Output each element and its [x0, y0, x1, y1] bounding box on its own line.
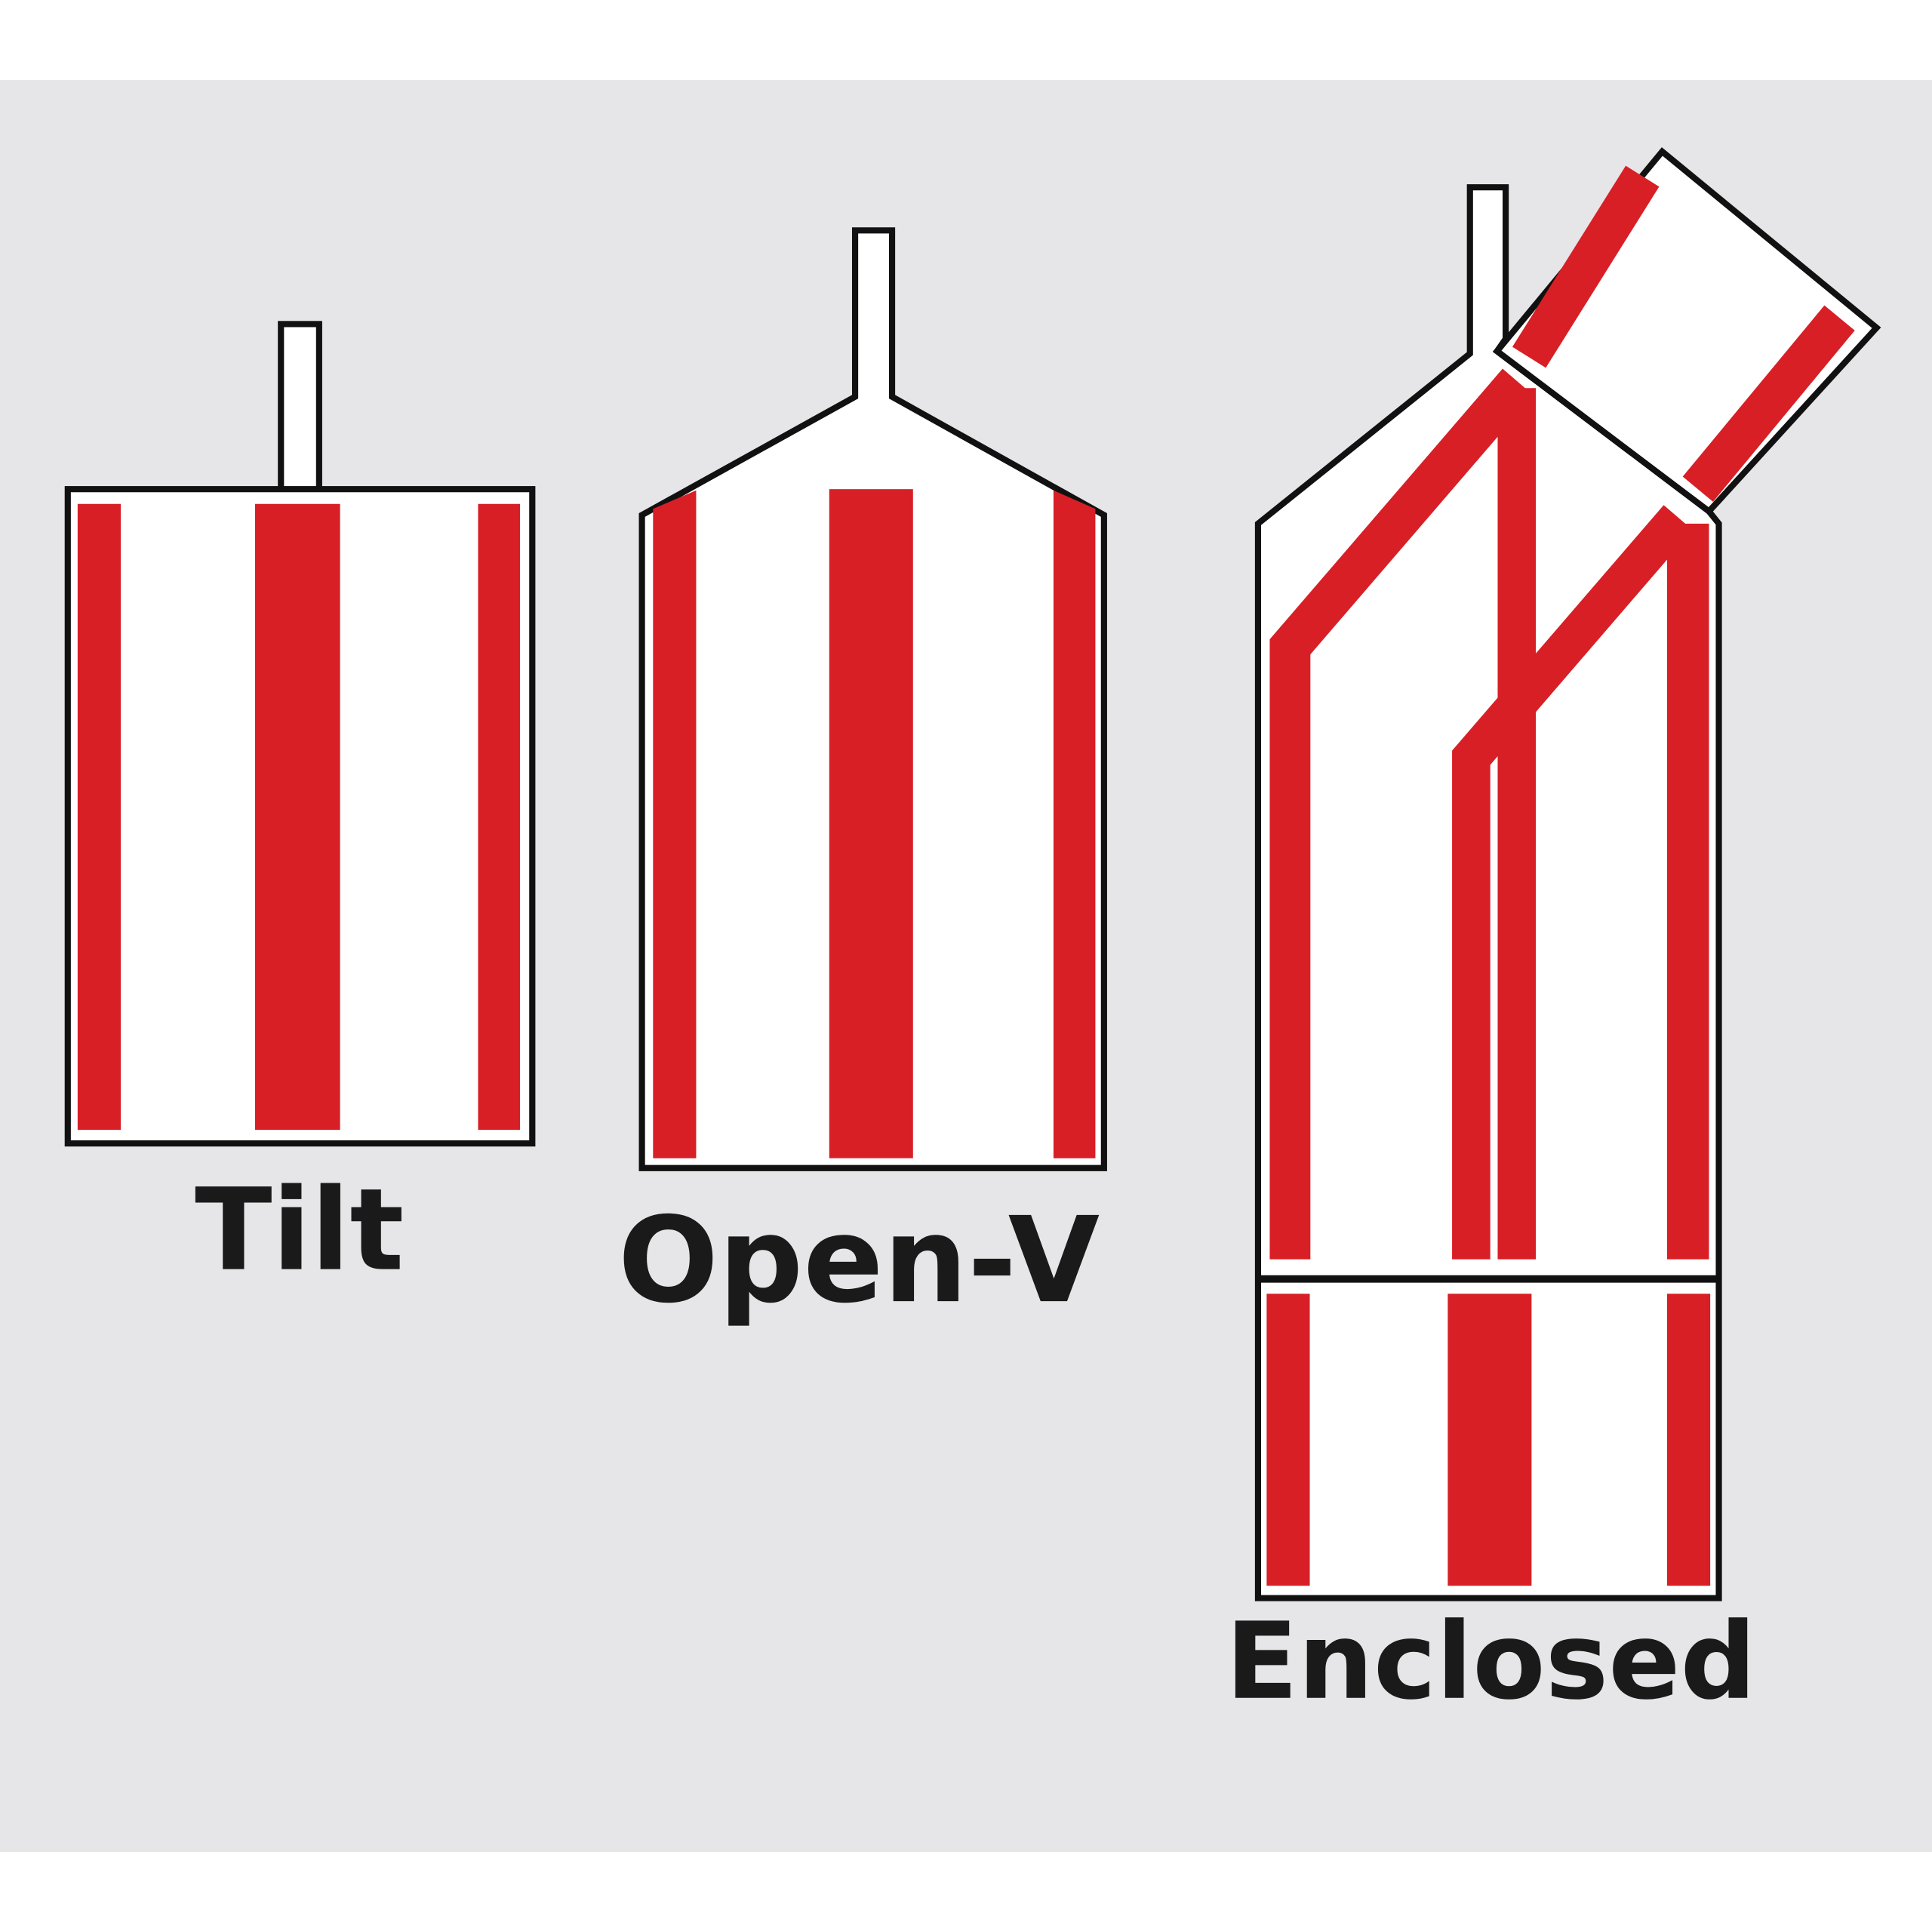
enclosed-lower-stripe-center [1447, 1294, 1532, 1586]
enclosed-label: Enclosed [1226, 1601, 1756, 1724]
open-v-stripe-center [829, 489, 913, 1158]
open-v-stripe-right [1053, 490, 1096, 1158]
enclosed-stripe-center-b [1452, 505, 1693, 1260]
tilt-label: Tilt [195, 1165, 404, 1297]
open-v-label: Open-V [618, 1192, 1100, 1329]
tilt-stem [278, 321, 322, 500]
open-v-vessel: Open-V [618, 227, 1107, 1329]
open-v-stripe-left [653, 490, 697, 1158]
tilt-vessel: Tilt [64, 321, 536, 1297]
tilt-stripe-left [77, 503, 121, 1131]
lid-stripe-2 [1682, 305, 1855, 502]
tilt-stripe-center [254, 503, 340, 1131]
enclosed-vessel: Enclosed [1226, 147, 1881, 1724]
enclosed-stripe-left-path [1269, 368, 1534, 1260]
enclosed-lower-stripe-left [1266, 1294, 1310, 1586]
tilt-stripe-right [478, 503, 520, 1131]
enclosed-lower-stripe-right [1666, 1294, 1711, 1586]
lid-stripe-1 [1512, 165, 1660, 368]
